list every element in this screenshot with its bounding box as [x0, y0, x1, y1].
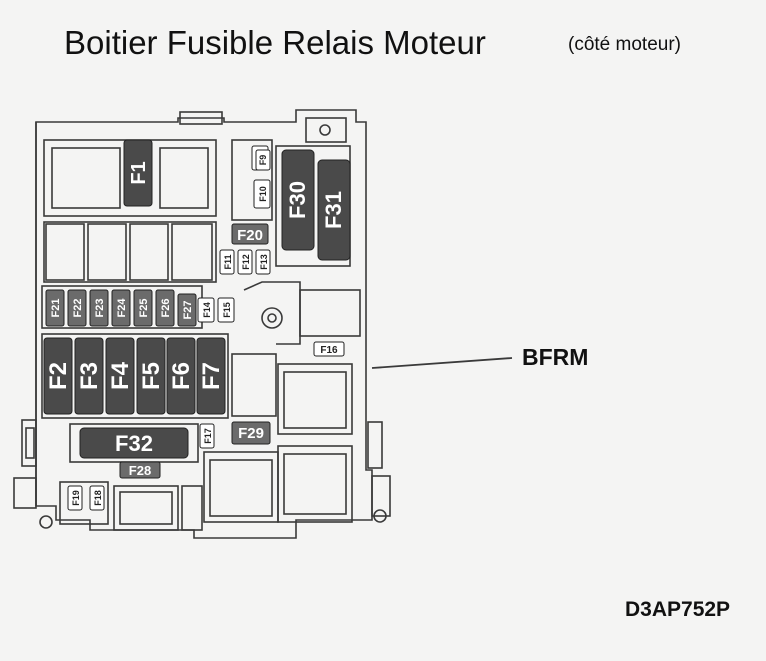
bfrm-leader-line — [371, 357, 513, 369]
fuse-label-F10: F10 — [258, 186, 268, 202]
reference-code: D3AP752P — [625, 598, 731, 621]
fuse-label-F9: F9 — [258, 155, 268, 166]
fuse-F10: F10 — [253, 179, 271, 209]
diagram-subtitle: (côté moteur) — [568, 34, 681, 55]
fuse-label-F21: F21 — [50, 299, 62, 318]
fuse-label-F29: F29 — [238, 425, 264, 442]
diagram-title: Boitier Fusible Relais Moteur — [64, 24, 486, 61]
fuse-label-F31: F31 — [321, 191, 346, 229]
fuse-F30: F30 — [281, 149, 315, 251]
fuse-F5: F5 — [136, 337, 166, 415]
fuse-F17: F17 — [199, 423, 215, 449]
fuse-F3: F3 — [74, 337, 104, 415]
fuse-F23: F23 — [89, 289, 109, 327]
fuse-label-F5: F5 — [138, 362, 165, 390]
fuse-label-F7: F7 — [198, 362, 225, 390]
fuse-label-F18: F18 — [93, 490, 103, 506]
fuse-label-F27: F27 — [182, 301, 194, 320]
fuse-F11: F11 — [219, 249, 235, 275]
fuse-F13: F13 — [255, 249, 271, 275]
fuse-F7: F7 — [196, 337, 226, 415]
fuse-label-F4: F4 — [107, 361, 134, 390]
fuse-F19: F19 — [67, 485, 83, 511]
fuse-F2: F2 — [43, 337, 73, 415]
fuse-F18: F18 — [89, 485, 105, 511]
fuse-F16: F16 — [313, 341, 345, 357]
fuse-label-F19: F19 — [71, 490, 81, 506]
fuse-label-F13: F13 — [259, 254, 269, 270]
fuse-F28: F28 — [119, 461, 161, 479]
fuse-F15: F15 — [217, 297, 235, 323]
fuse-F26: F26 — [155, 289, 175, 327]
fuse-label-F23: F23 — [94, 299, 106, 318]
fuse-label-F22: F22 — [72, 299, 84, 318]
fuse-label-F24: F24 — [116, 298, 128, 318]
fuse-label-F16: F16 — [320, 345, 338, 356]
fuse-label-F11: F11 — [223, 254, 233, 269]
fuse-label-F6: F6 — [168, 362, 195, 390]
fuse-F14: F14 — [197, 297, 215, 323]
fuse-F6: F6 — [166, 337, 196, 415]
fuse-label-F25: F25 — [138, 299, 150, 318]
fuse-label-F20: F20 — [237, 227, 263, 244]
fuse-label-F32: F32 — [115, 431, 153, 456]
fuse-F4: F4 — [105, 337, 135, 415]
fuse-F9: F9 — [255, 149, 271, 171]
fuse-label-F26: F26 — [160, 299, 172, 318]
fuse-F29: F29 — [231, 421, 271, 445]
fuse-label-F15: F15 — [222, 302, 232, 318]
fuse-F24: F24 — [111, 289, 131, 327]
bfrm-label: BFRM — [522, 344, 589, 370]
fuse-F20: F20 — [231, 223, 269, 245]
fuse-label-F3: F3 — [76, 362, 103, 390]
fuse-F32: F32 — [79, 427, 189, 459]
housing-outline — [35, 109, 373, 539]
fuse-F22: F22 — [67, 289, 87, 327]
fuse-label-F2: F2 — [45, 362, 72, 390]
fuse-label-F30: F30 — [285, 181, 310, 219]
fuse-F1: F1 — [123, 139, 153, 207]
fuse-label-F17: F17 — [203, 428, 213, 444]
fuse-F31: F31 — [317, 159, 351, 261]
fuse-F21: F21 — [45, 289, 65, 327]
fuse-label-F28: F28 — [129, 463, 151, 478]
fuse-label-F14: F14 — [202, 302, 212, 318]
fuse-label-F12: F12 — [241, 254, 251, 270]
fuse-F12: F12 — [237, 249, 253, 275]
fuse-F27: F27 — [177, 293, 197, 327]
fuse-F25: F25 — [133, 289, 153, 327]
fuse-label-F1: F1 — [128, 161, 150, 184]
